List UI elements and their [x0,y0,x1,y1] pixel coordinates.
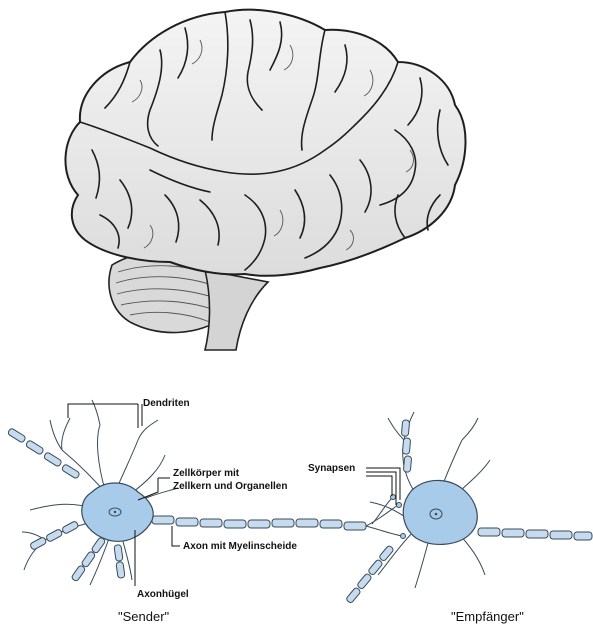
label-cell-body-line2: Zellkern und Organellen [173,481,287,493]
caption-sender: "Sender" [118,609,169,624]
receiver-myelin [346,420,412,604]
caption-receiver: "Empfänger" [451,609,524,624]
label-axon: Axon mit Myelinscheide [183,541,297,553]
label-dendrites: Dendriten [143,398,190,410]
label-cell-body-line1: Zellkörper mit [173,468,239,480]
label-axon-hillock: Axonhügel [137,589,189,601]
sender-cell-body [82,483,153,541]
receiver-cell-body [403,480,477,544]
label-synapses: Synapsen [308,463,355,475]
